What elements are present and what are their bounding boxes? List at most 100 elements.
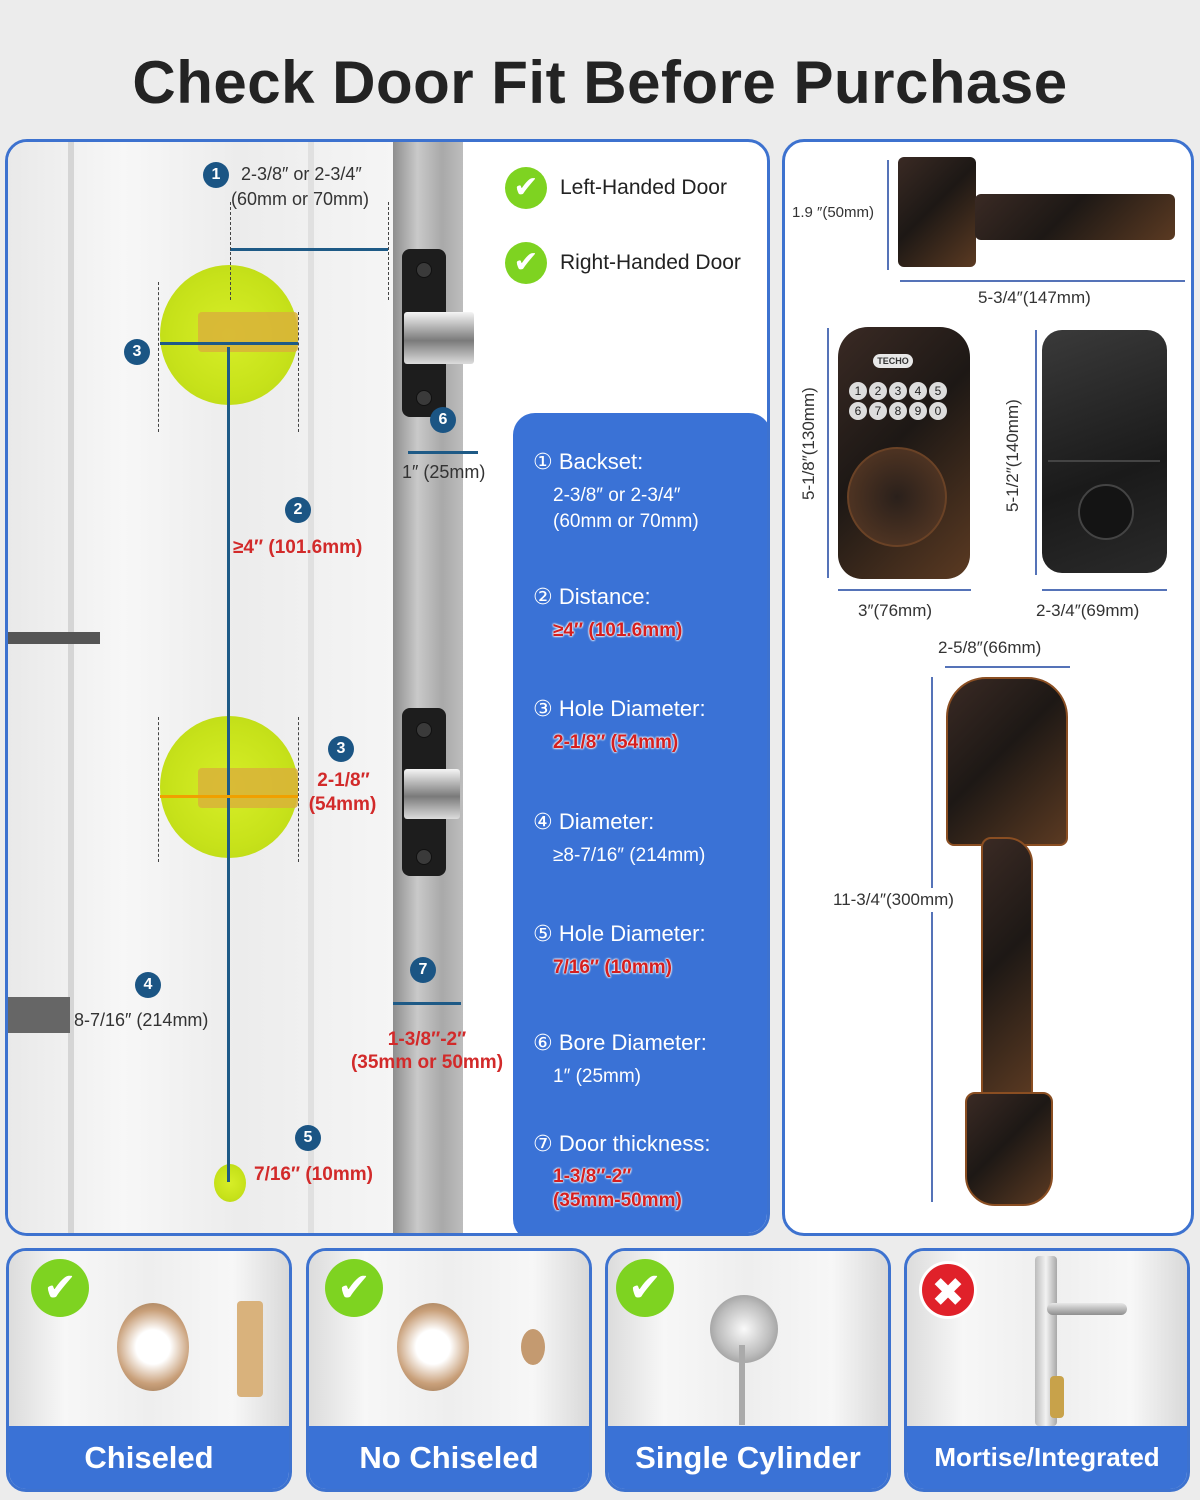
small-hole-label: 7/16″ (10mm): [254, 1164, 373, 1185]
door-type-card-mortise: ✖ Mortise/Integrated: [904, 1248, 1190, 1492]
spec-distance: ② Distance: ≥4″ (101.6mm): [533, 584, 763, 644]
door-type-card-single-cylinder: ✔ Single Cylinder: [605, 1248, 891, 1492]
dimension-line: [945, 666, 1070, 668]
distance-line: [227, 347, 230, 1182]
door-type-label: No Chiseled: [309, 1426, 589, 1489]
spec-value: 2-3/8″ or 2-3/4″ (60mm or 70mm): [553, 485, 699, 532]
deadbolt-cylinder: [847, 447, 947, 547]
lever-width-label: 5-3/4″(147mm): [978, 288, 1091, 307]
screw: [416, 849, 432, 865]
keypad-key: 4: [909, 382, 927, 400]
keypad-width-label: 3″(76mm): [858, 601, 933, 620]
door-groove: [68, 142, 74, 1233]
spec-value: ≥4″ (101.6mm): [553, 620, 683, 641]
handle-top-plate: [946, 677, 1068, 846]
spec-number: ②: [533, 584, 553, 609]
hole-diameter-line: [160, 795, 298, 798]
badge-bore: 6: [430, 407, 456, 433]
spec-title: Hole Diameter:: [558, 696, 706, 721]
specs-card: ① Backset: 2-3/8″ or 2-3/4″ (60mm or 70m…: [513, 413, 767, 1233]
spec-door-thickness: ⑦ Door thickness: 1-3/8″-2″ (35mm-50mm): [533, 1131, 763, 1213]
keypad-key: 7: [869, 402, 887, 420]
spec-value: 1-3/8″-2″ (35mm-50mm): [553, 1166, 682, 1211]
key: [739, 1345, 745, 1425]
spec-number: ⑦: [533, 1131, 553, 1156]
dimension-line: [887, 160, 889, 270]
handle-bottom-plate: [965, 1092, 1053, 1206]
door-groove: [308, 142, 314, 1233]
dimension-line: [900, 280, 1185, 282]
check-icon: ✔: [505, 167, 547, 209]
bore-line: [408, 451, 478, 454]
spec-value: 7/16″ (10mm): [553, 957, 672, 978]
interior-unit-seam: [1048, 460, 1160, 462]
keypad-buttons: 1 2 3 4 5 6 7 8 9 0: [843, 382, 953, 420]
spec-title: Diameter:: [558, 809, 655, 834]
bored-hole: [397, 1303, 469, 1391]
interior-width-label: 2-3/4″(69mm): [1036, 601, 1140, 620]
door-type-label: Single Cylinder: [608, 1426, 888, 1489]
small-hole: [214, 1164, 246, 1202]
thickness-line: [393, 1002, 461, 1005]
left-handed-door-label: Left-Handed Door: [560, 176, 727, 199]
spec-value: ≥8-7/16″ (214mm): [553, 845, 706, 866]
handle-height-label: 11-3/4″(300mm): [833, 888, 954, 912]
dimension-line: [838, 589, 971, 591]
bored-hole: [117, 1303, 189, 1391]
door-type-card-chiseled: ✔ Chiseled: [6, 1248, 292, 1492]
deadbolt: [404, 312, 474, 364]
product-dimensions-panel: 1.9 ″(50mm) 5-3/4″(147mm) TECHO 1 2 3 4 …: [782, 139, 1194, 1236]
keypad-key: 3: [889, 382, 907, 400]
badge-thickness: 7: [410, 957, 436, 983]
dimension-line: [1042, 589, 1167, 591]
keypad-key: 1: [849, 382, 867, 400]
badge-backset: 1: [203, 162, 229, 188]
dimension-line: [827, 328, 829, 578]
spec-number: ④: [533, 809, 553, 834]
check-icon: ✔: [31, 1259, 89, 1317]
spec-number: ①: [533, 449, 553, 474]
screw: [416, 722, 432, 738]
backset-label: (60mm or 70mm): [231, 189, 370, 209]
screw: [416, 390, 432, 406]
thickness-label: 1-3/8″-2″: [387, 1029, 467, 1050]
badge-distance: 2: [285, 497, 311, 523]
hole-diameter-label: (54mm): [308, 794, 377, 815]
check-icon: ✔: [505, 242, 547, 284]
guide-line: [298, 312, 299, 432]
spec-diameter: ④ Diameter: ≥8-7/16″ (214mm): [533, 809, 763, 869]
spec-bore-diameter: ⑥ Bore Diameter: 1″ (25mm): [533, 1030, 763, 1090]
check-icon: ✔: [616, 1259, 674, 1317]
badge-hole-diameter: 3: [328, 736, 354, 762]
spec-small-hole-diameter: ⑤ Hole Diameter: 7/16″ (10mm): [533, 921, 763, 981]
spec-title: Backset:: [558, 449, 644, 474]
keypad-key: 5: [929, 382, 947, 400]
spec-backset: ① Backset: 2-3/8″ or 2-3/4″ (60mm or 70m…: [533, 449, 763, 535]
bore-label: 1″ (25mm): [402, 462, 486, 482]
door-type-label: Mortise/Integrated: [907, 1426, 1187, 1489]
spec-title: Distance:: [558, 584, 651, 609]
diameter-label: 8-7/16″ (214mm): [74, 1010, 209, 1030]
spec-hole-diameter: ③ Hole Diameter: 2-1/8″ (54mm): [533, 696, 763, 756]
handle-grip: [981, 837, 1033, 1101]
screw: [416, 262, 432, 278]
lever-rosette: [898, 157, 976, 267]
mortise-lever: [1047, 1303, 1127, 1315]
badge-diameter: 4: [135, 972, 161, 998]
spec-number: ⑥: [533, 1030, 553, 1055]
handleset-latch-mechanism: [198, 768, 298, 808]
keypad-key: 6: [849, 402, 867, 420]
door-trim: [8, 997, 70, 1033]
guide-line: [388, 202, 389, 300]
deadbolt-latch-mechanism: [198, 312, 298, 352]
spec-number: ⑤: [533, 921, 553, 946]
keypad-key: 9: [909, 402, 927, 420]
keypad-height-label: 5-1/8″(130mm): [799, 387, 818, 500]
guide-line: [158, 282, 159, 432]
thickness-label: (35mm or 50mm): [350, 1052, 504, 1073]
door-diagram-panel: 1 2 3 3 4 5 6 7 2-3/8″ or 2-3/4″ (60mm o…: [5, 139, 770, 1236]
key: [1050, 1376, 1064, 1418]
check-icon: ✔: [325, 1259, 383, 1317]
spec-title: Door thickness:: [558, 1131, 711, 1156]
interior-height-label: 5-1/2″(140mm): [1003, 399, 1022, 512]
